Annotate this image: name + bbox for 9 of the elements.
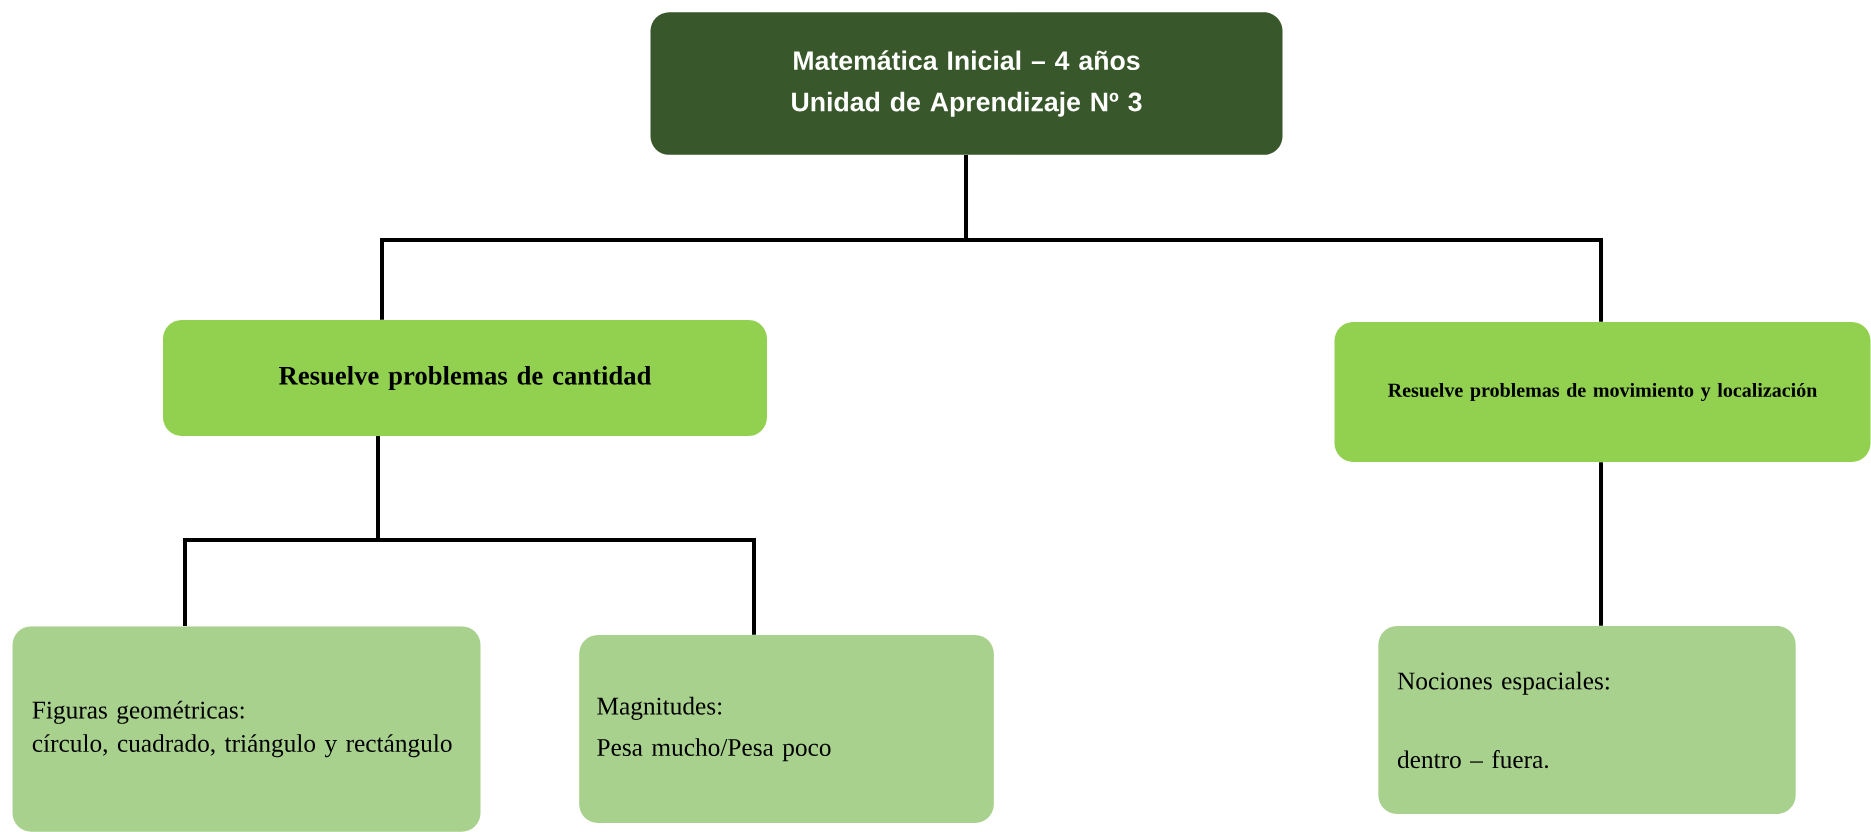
connector-line	[964, 155, 1603, 322]
connector-line	[376, 436, 756, 635]
title-box: Matemática Inicial – 4 años Unidad de Aprendizaje Nº 3	[650, 12, 1283, 155]
connector-line	[1599, 462, 1603, 626]
topic-box: Figuras geométricas: círculo, cuadrado, triángulo y rectángulo	[12, 626, 481, 832]
category-box: Resuelve problemas de movimiento y localización	[1334, 322, 1871, 462]
topic-box: Nociones espaciales: dentro – fuera.	[1378, 626, 1796, 814]
category-box: Resuelve problemas de cantidad	[163, 320, 767, 436]
topic-box: Magnitudes: Pesa mucho/Pesa poco	[579, 635, 994, 823]
